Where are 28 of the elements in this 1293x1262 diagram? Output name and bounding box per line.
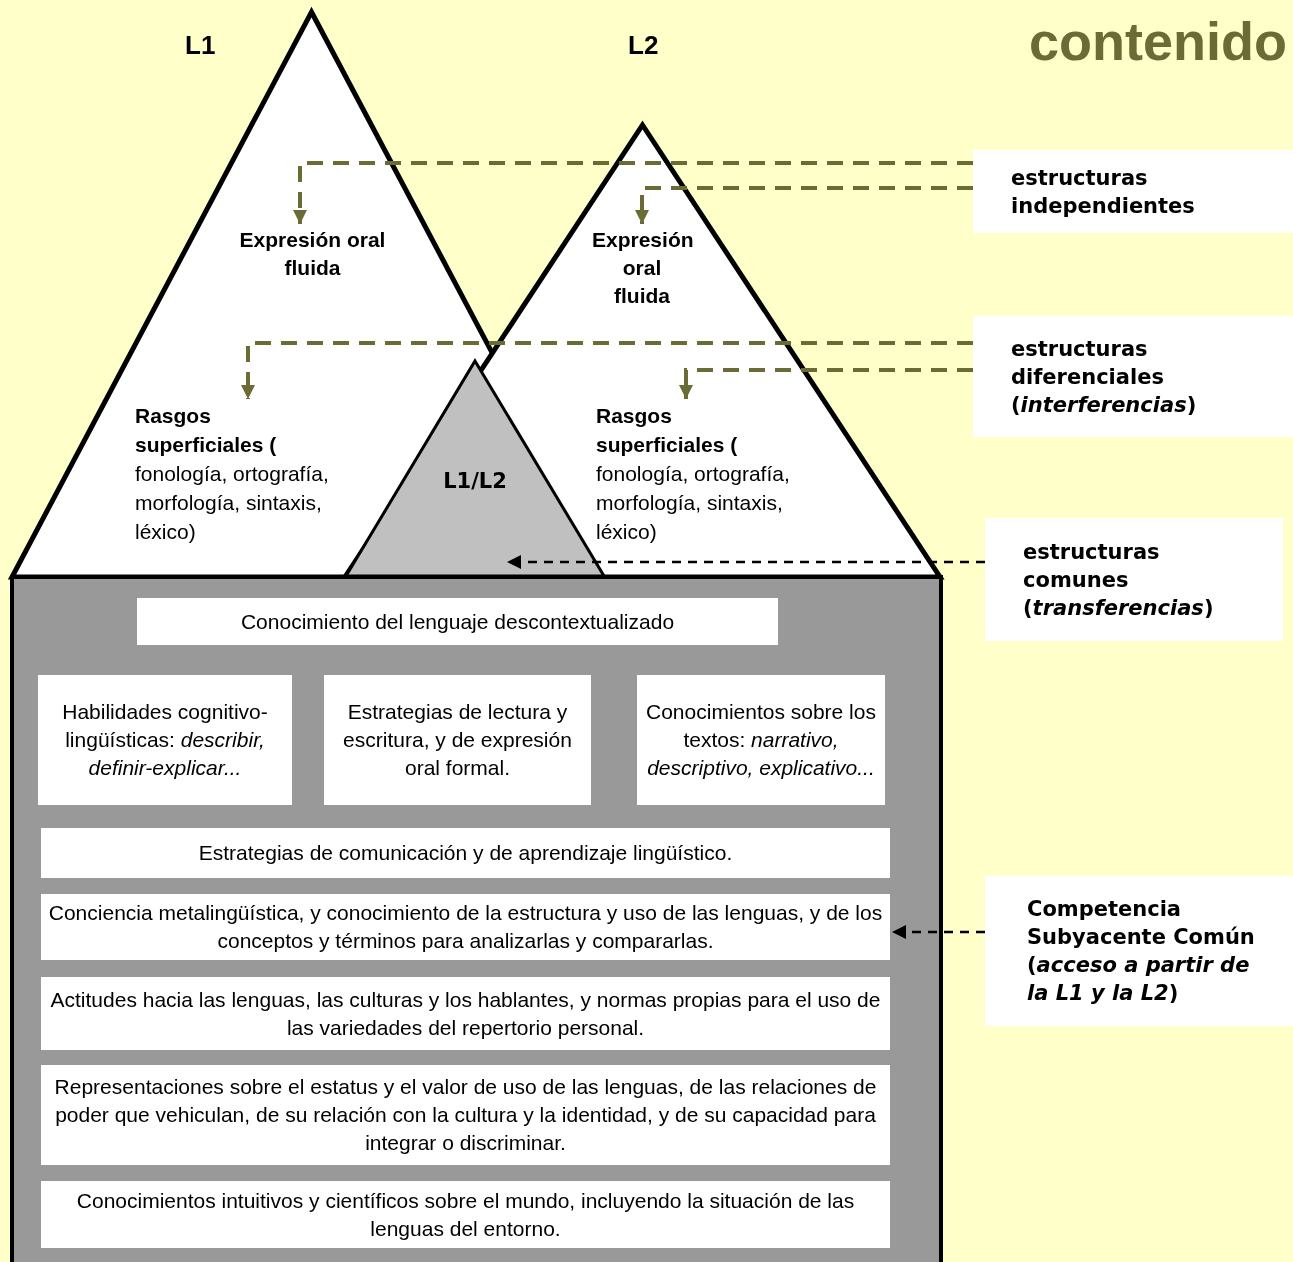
content-box: Conciencia metalingüística, y conocimiento de la estructura y uso de las lenguas, y de los conceptos y términos para analizarlas y compararlas. xyxy=(41,894,890,960)
structure-label: Expresión oral fluida xyxy=(592,226,692,314)
callout-box: estructuras independientes xyxy=(973,150,1293,233)
dashed-arrow xyxy=(679,368,973,399)
feature-list: fonología, ortografía, morfología, sintaxis, léxico) xyxy=(596,459,822,546)
dashed-arrow xyxy=(892,925,985,939)
content-box: Conocimientos sobre los textos: narrativo, descriptivo, explicativo... xyxy=(637,675,885,805)
content-box: Conocimiento del lenguaje descontextualizado xyxy=(137,598,778,645)
dashed-arrow xyxy=(241,341,973,399)
callout-box: Competencia Subyacente Común (acceso a partir de la L1 y la L2) xyxy=(985,876,1293,1026)
content-box: Estrategias de lectura y escritura, y de expresión oral formal. xyxy=(324,675,591,805)
title: contenido xyxy=(1029,10,1287,72)
dashed-arrow xyxy=(507,555,985,569)
callout-box: estructuras diferenciales (interferencias) xyxy=(973,316,1293,437)
language-label: L1/L2 xyxy=(443,468,507,493)
foundation-panel xyxy=(10,575,943,1262)
dashed-arrow xyxy=(635,186,973,224)
content-box: Conocimientos intuitivos y científicos sobre el mundo, incluyendo la situación de las lenguas del entorno. xyxy=(41,1181,890,1248)
callout-box: estructuras comunes (transferencias) xyxy=(985,518,1283,641)
dashed-arrow xyxy=(293,161,973,224)
language-label: L2 xyxy=(628,30,659,61)
feature-list: fonología, ortografía, morfología, sintaxis, léxico) xyxy=(135,459,361,546)
content-box: Estrategias de comunicación y de aprendizaje lingüístico. xyxy=(41,828,890,878)
structure-label: Expresión oral fluida xyxy=(215,226,410,286)
content-box: Representaciones sobre el estatus y el valor de uso de las lenguas, de las relaciones de poder que vehiculan, de su relación con la cultura y la identidad, y de su capacidad para integrar o discriminar. xyxy=(41,1065,890,1165)
content-box: Actitudes hacia las lenguas, las culturas y los hablantes, y normas propias para el uso de las variedades del repertorio personal. xyxy=(41,977,890,1050)
content-box: Habilidades cognitivo-lingüísticas: describir, definir-explicar... xyxy=(38,675,292,805)
language-label: L1 xyxy=(185,30,216,61)
